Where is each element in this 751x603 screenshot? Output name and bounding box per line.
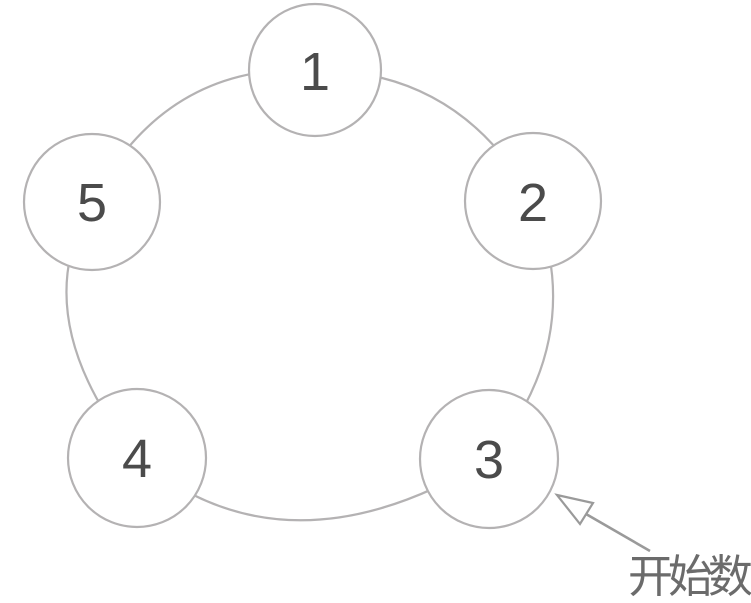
node-3-label: 3 — [474, 430, 504, 490]
node-2-circle — [463, 131, 603, 271]
node-4-circle — [66, 387, 208, 529]
node-3-circle — [418, 388, 560, 530]
start-arrow-head-icon — [554, 493, 595, 526]
node-5-circle — [22, 132, 162, 272]
node-5-label: 5 — [77, 173, 107, 233]
start-label: 开始数 — [628, 551, 751, 602]
node-1-label: 1 — [300, 42, 330, 102]
node-1-circle — [247, 2, 383, 138]
node-4-label: 4 — [122, 429, 152, 489]
start-arrow-shaft — [585, 512, 651, 553]
node-2-label: 2 — [518, 173, 548, 233]
